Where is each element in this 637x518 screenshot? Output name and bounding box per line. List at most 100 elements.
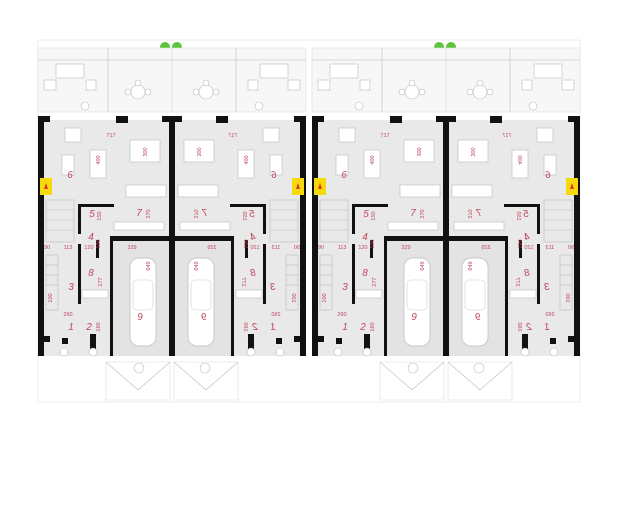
room-number-garage: 9	[411, 312, 417, 323]
room-number-hall: 3	[544, 282, 550, 293]
coffee-table	[269, 154, 283, 176]
outdoor-table	[192, 79, 220, 100]
car-icon	[129, 257, 157, 347]
dining-table	[457, 139, 489, 163]
dim-stair: 100	[48, 293, 54, 302]
dim-garage-length: 649	[466, 261, 472, 270]
dim-hall-width: 260	[337, 312, 346, 318]
dim-pantry: 150	[515, 211, 521, 220]
dim-wc-width: 120	[524, 245, 533, 251]
dim-kitchen: 270	[146, 209, 152, 218]
fireplace-icon	[40, 178, 52, 195]
dim-garage-length: 649	[192, 261, 198, 270]
coffee-table	[61, 154, 75, 176]
room-number-garage: 9	[201, 312, 207, 323]
room-number-bathroom: 8	[362, 268, 368, 279]
level-marker	[80, 101, 90, 111]
fireplace-icon	[314, 178, 326, 195]
outdoor-table	[124, 79, 152, 100]
dim-wc-width: 120	[358, 245, 367, 251]
sofa	[89, 149, 107, 179]
level-marker	[133, 362, 145, 374]
driveway	[447, 361, 513, 401]
kitchen-island	[125, 184, 167, 198]
dim-left-strip: 90	[318, 245, 324, 251]
bathtub	[509, 289, 537, 299]
dim-kitchen: 270	[466, 209, 472, 218]
room-number-wc: 4	[524, 232, 530, 243]
room-number-vestibule: 1	[270, 322, 276, 333]
dim-living-width: 717	[106, 133, 115, 139]
dim-hall-width: 260	[271, 312, 280, 318]
outdoor-sofa	[43, 63, 97, 91]
level-marker	[199, 362, 211, 374]
staircase	[45, 199, 75, 311]
dining-table	[183, 139, 215, 163]
unit-2: 6 7 5 4 8 3 1 2 9 717 400 300 270 150 15…	[170, 47, 307, 401]
room-number-hall: 3	[270, 282, 276, 293]
dim-wc: 150	[516, 239, 522, 248]
room-number-wc: 4	[362, 232, 368, 243]
dim-kitchen: 270	[420, 209, 426, 218]
staircase	[269, 199, 299, 311]
dim-sofa: 400	[96, 155, 102, 164]
room-number-living: 6	[67, 170, 73, 181]
dim-wc: 150	[96, 239, 102, 248]
room-number-vestibule: 1	[68, 322, 74, 333]
dim-bath: 277	[514, 277, 520, 286]
level-marker	[354, 101, 364, 111]
armchair	[338, 127, 356, 143]
dim-closet: 160	[96, 322, 102, 331]
armchair	[64, 127, 82, 143]
room-number-bathroom: 8	[250, 268, 256, 279]
fireplace-icon	[292, 178, 304, 195]
dim-stair-width: 113	[546, 245, 555, 251]
dim-garage-width: 329	[207, 245, 216, 251]
dim-closet: 160	[516, 322, 522, 331]
room-number-wc: 4	[250, 232, 256, 243]
room-number-wc: 4	[88, 232, 94, 243]
dim-wc: 150	[242, 239, 248, 248]
dim-kitchen: 270	[192, 209, 198, 218]
sofa	[237, 149, 255, 179]
room-number-garage: 9	[137, 312, 143, 323]
staircase	[319, 199, 349, 311]
staircase	[543, 199, 573, 311]
armchair	[262, 127, 280, 143]
room-number-vestibule: 1	[544, 322, 550, 333]
dim-stair-width: 113	[338, 245, 347, 251]
dim-wc-width: 120	[250, 245, 259, 251]
dining-table	[129, 139, 161, 163]
room-number-kitchen: 7	[410, 208, 416, 219]
dim-wc-width: 120	[84, 245, 93, 251]
outdoor-sofa	[247, 63, 301, 91]
dim-wc: 150	[370, 239, 376, 248]
terrace	[37, 47, 173, 113]
armchair	[536, 127, 554, 143]
dim-living-width: 717	[228, 133, 237, 139]
dim-stair: 100	[564, 293, 570, 302]
dim-bath: 277	[372, 277, 378, 286]
dim-garage-length: 649	[146, 261, 152, 270]
dim-living-width: 717	[502, 133, 511, 139]
room-number-closet: 2	[252, 322, 259, 333]
coffee-table	[543, 154, 557, 176]
bathtub	[235, 289, 263, 299]
room-number-living: 6	[271, 170, 277, 181]
dim-table: 300	[469, 147, 475, 156]
kitchen-counter	[179, 221, 231, 231]
dim-pantry: 150	[241, 211, 247, 220]
driveway	[105, 361, 171, 401]
sofa	[363, 149, 381, 179]
dim-left-strip: 90	[568, 245, 574, 251]
sofa	[511, 149, 529, 179]
outdoor-table	[466, 79, 494, 100]
dim-left-strip: 90	[294, 245, 300, 251]
dim-left-strip: 90	[44, 245, 50, 251]
outdoor-sofa	[317, 63, 371, 91]
car-icon	[461, 257, 489, 347]
dim-closet: 160	[242, 322, 248, 331]
driveway	[173, 361, 239, 401]
dim-sofa: 400	[370, 155, 376, 164]
dim-bath: 277	[98, 277, 104, 286]
